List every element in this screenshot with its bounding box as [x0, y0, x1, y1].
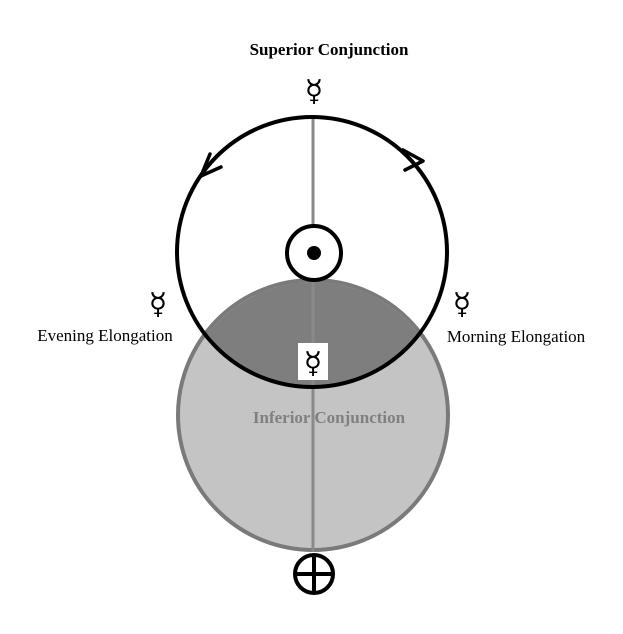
superior-conjunction-label: Superior Conjunction	[250, 40, 409, 59]
inferior-symbol-backdrop	[298, 343, 328, 380]
morning-elongation-label: Morning Elongation	[447, 327, 586, 346]
orbit-arrow-left	[199, 152, 223, 178]
mercury-icon-inferior: ☿	[304, 346, 322, 381]
evening-elongation-label: Evening Elongation	[37, 326, 173, 345]
mercury-orbit	[175, 115, 449, 389]
sun-icon	[285, 224, 343, 282]
mercury-icon-morning: ☿	[453, 287, 471, 322]
mercury-icon-evening: ☿	[149, 287, 167, 322]
mercury-icon-superior: ☿	[305, 74, 323, 109]
overlap-region	[180, 282, 446, 387]
inferior-conjunction-label: Inferior Conjunction	[253, 408, 406, 427]
orbit-arrow-right	[401, 148, 425, 172]
earth-icon	[293, 553, 335, 595]
